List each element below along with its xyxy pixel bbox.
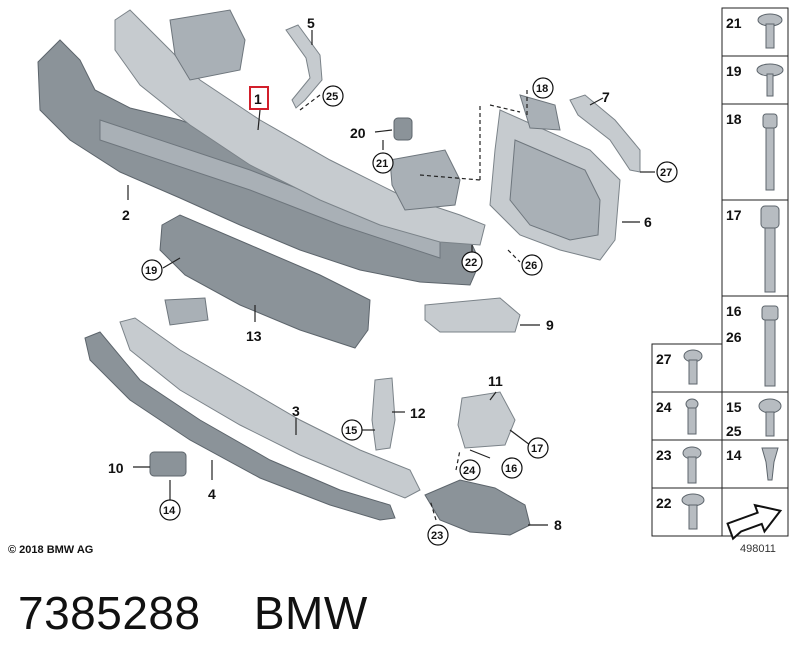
fastener-16-shaft-icon bbox=[764, 319, 776, 387]
callout-5[interactable]: 5 bbox=[307, 15, 315, 31]
fastener-22-icon bbox=[681, 493, 705, 507]
callout-11[interactable]: 11 bbox=[488, 373, 503, 389]
table-cell-18: 18 bbox=[726, 111, 742, 127]
callout-2[interactable]: 2 bbox=[122, 207, 130, 223]
callout-10[interactable]: 10 bbox=[108, 460, 124, 476]
part-support-9 bbox=[424, 297, 521, 333]
fastener-24-shaft-icon bbox=[687, 407, 697, 435]
part-energy-absorber-ribs bbox=[99, 119, 441, 259]
part-lower-carrier-mount bbox=[164, 297, 209, 326]
part-bumper-carrier-mount-left bbox=[169, 9, 246, 81]
part-bumper-carrier-mount-right bbox=[389, 149, 461, 211]
callout-13[interactable]: 13 bbox=[246, 328, 262, 344]
circled-callout-25[interactable]: 25 bbox=[326, 91, 338, 103]
fastener-23-shaft-icon bbox=[687, 456, 697, 484]
table-cell-19: 19 bbox=[726, 63, 742, 79]
fastener-27-shaft-icon bbox=[688, 359, 698, 385]
circled-callout-22[interactable]: 22 bbox=[465, 257, 477, 269]
circled-callout-23[interactable]: 23 bbox=[431, 530, 443, 542]
caption: 7385288 BMW bbox=[18, 586, 368, 640]
table-cell-16: 16 bbox=[726, 303, 742, 319]
callout-9[interactable]: 9 bbox=[546, 317, 554, 333]
circled-callout-17[interactable]: 17 bbox=[531, 443, 543, 455]
part-plug-20 bbox=[393, 117, 413, 141]
copyright: © 2018 BMW AG bbox=[8, 544, 93, 556]
part-lower-carrier bbox=[119, 317, 421, 499]
fastener-19-shaft-icon bbox=[766, 73, 774, 97]
fastener-18-head-icon bbox=[762, 113, 778, 129]
part-bracket-12 bbox=[371, 377, 396, 451]
fastener-16-head-icon bbox=[761, 305, 779, 321]
part-bracket-11 bbox=[457, 391, 516, 449]
table-cell-26: 26 bbox=[726, 329, 742, 345]
fastener-15-icon bbox=[758, 398, 782, 414]
fastener-17-head-icon bbox=[760, 205, 780, 229]
callout-1-box bbox=[249, 86, 269, 110]
circled-callouts bbox=[141, 77, 678, 546]
reference-code: 498011 bbox=[740, 543, 776, 555]
table-cell-27: 27 bbox=[656, 351, 672, 367]
table-cell-25: 25 bbox=[726, 423, 742, 439]
circled-callout-18[interactable]: 18 bbox=[536, 83, 548, 95]
callout-4[interactable]: 4 bbox=[208, 486, 216, 502]
callout-6[interactable]: 6 bbox=[644, 214, 652, 230]
fastener-icons bbox=[681, 13, 784, 530]
callout-8[interactable]: 8 bbox=[554, 517, 562, 533]
callout-1[interactable]: 1 bbox=[254, 91, 262, 107]
caption-brand: BMW bbox=[253, 587, 368, 639]
table-cell-15: 15 bbox=[726, 399, 742, 415]
fastener-18-shaft-icon bbox=[765, 127, 775, 191]
circled-callout-14[interactable]: 14 bbox=[163, 505, 176, 517]
fastener-21-shaft-icon bbox=[765, 23, 775, 49]
table-cell-22: 22 bbox=[656, 495, 672, 511]
callout-3[interactable]: 3 bbox=[292, 403, 300, 419]
parts-diagram: 1 2 3 4 5 6 7 8 9 10 11 12 13 20 25 21 1… bbox=[8, 7, 789, 556]
table-cell-21: 21 bbox=[726, 15, 742, 31]
circled-callout-24[interactable]: 24 bbox=[463, 465, 476, 477]
callout-20[interactable]: 20 bbox=[350, 125, 366, 141]
circled-callout-19[interactable]: 19 bbox=[145, 265, 157, 277]
part-bracket-5 bbox=[285, 24, 323, 109]
caption-part-number: 7385288 bbox=[18, 587, 201, 639]
fastener-15-shaft-icon bbox=[765, 411, 775, 437]
fastener-17-shaft-icon bbox=[764, 227, 776, 293]
circled-callout-21[interactable]: 21 bbox=[376, 158, 388, 170]
leader-lines bbox=[127, 30, 655, 526]
fastener-22-shaft-icon bbox=[688, 504, 698, 530]
table-cell-24: 24 bbox=[656, 399, 672, 415]
circled-callout-26[interactable]: 26 bbox=[525, 260, 537, 272]
callout-12[interactable]: 12 bbox=[410, 405, 426, 421]
arrow-icon bbox=[726, 503, 783, 541]
table-cell-23: 23 bbox=[656, 447, 672, 463]
circled-callout-27[interactable]: 27 bbox=[660, 167, 672, 179]
table-cell-17: 17 bbox=[726, 207, 742, 223]
circled-callout-16[interactable]: 16 bbox=[505, 463, 517, 475]
part-lower-trim bbox=[84, 331, 396, 521]
part-bracket-18 bbox=[519, 94, 561, 131]
part-grille-mount bbox=[159, 214, 371, 349]
callout-7[interactable]: 7 bbox=[602, 89, 610, 105]
part-side-bracket-inner bbox=[509, 139, 601, 241]
circled-callout-15[interactable]: 15 bbox=[345, 425, 357, 437]
part-sensor-10 bbox=[149, 451, 187, 477]
table-cell-14: 14 bbox=[726, 447, 742, 463]
fastener-table-grid bbox=[651, 7, 789, 537]
fastener-14-icon bbox=[761, 447, 779, 481]
